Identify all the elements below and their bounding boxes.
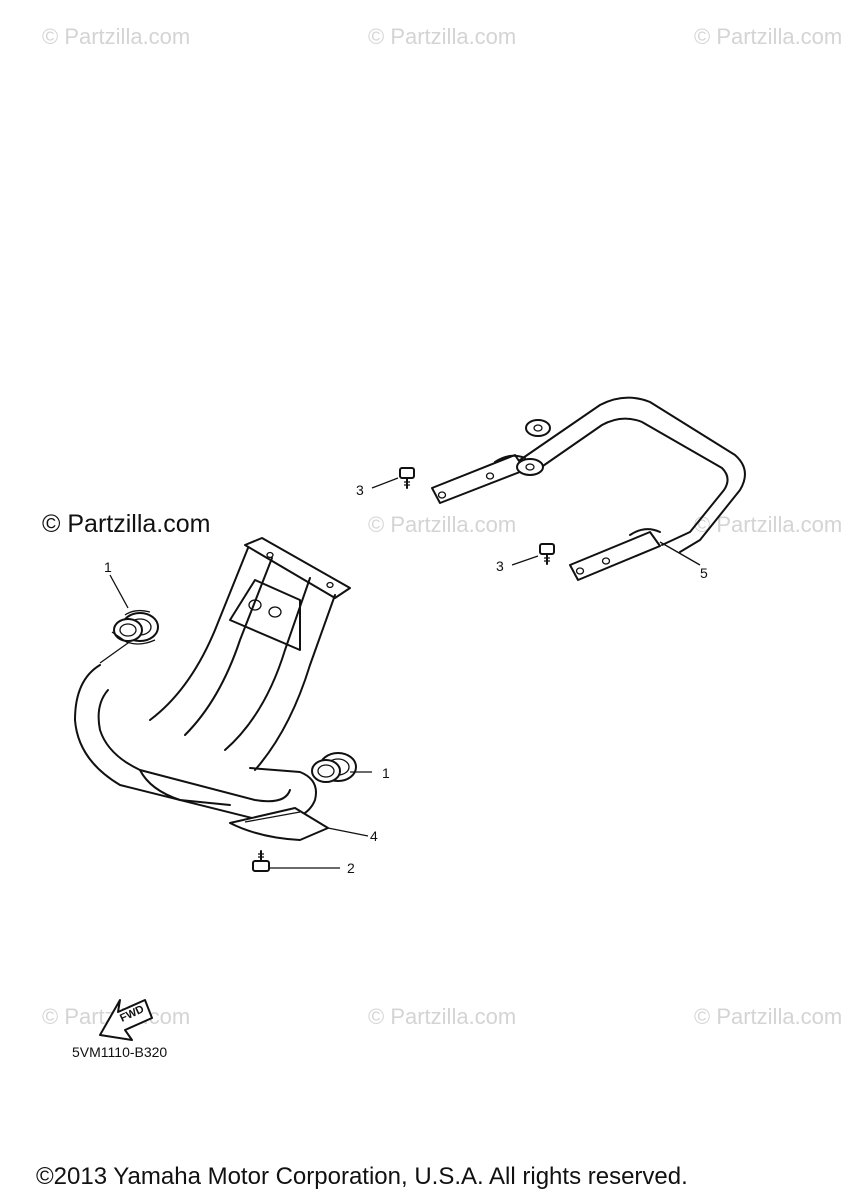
front-bumper: [74, 537, 351, 822]
callout-label: 1: [104, 559, 112, 575]
callout-label: 3: [496, 558, 504, 574]
callout-label: 2: [347, 860, 355, 876]
brand-watermark: © Partzilla.com: [42, 510, 211, 538]
copyright-notice: ©2013 Yamaha Motor Corporation, U.S.A. A…: [36, 1163, 688, 1190]
callout-label: 5: [700, 565, 708, 581]
watermark: © Partzilla.com: [42, 24, 191, 49]
watermark: © Partzilla.com: [694, 1004, 843, 1029]
watermark: © Partzilla.com: [368, 512, 517, 537]
bolt-part-2: [252, 850, 270, 872]
rear-bumper-part-5: [431, 396, 746, 581]
watermark: © Partzilla.com: [368, 1004, 517, 1029]
callout-label: 1: [382, 765, 390, 781]
callout-label: 3: [356, 482, 364, 498]
callout-label: 4: [370, 828, 378, 844]
grommet-part-1: [113, 609, 159, 645]
leader-lines: [99, 477, 701, 869]
watermark: © Partzilla.com: [368, 24, 517, 49]
grommet-part-1: [311, 752, 357, 783]
diagram-code: 5VM1110-B320: [72, 1044, 168, 1060]
bolt-part-3: [539, 543, 555, 565]
skid-plate-part-4: [229, 807, 329, 841]
fwd-arrow-icon: FWD: [99, 999, 153, 1041]
bolt-part-3: [399, 467, 415, 489]
watermark: © Partzilla.com: [694, 24, 843, 49]
